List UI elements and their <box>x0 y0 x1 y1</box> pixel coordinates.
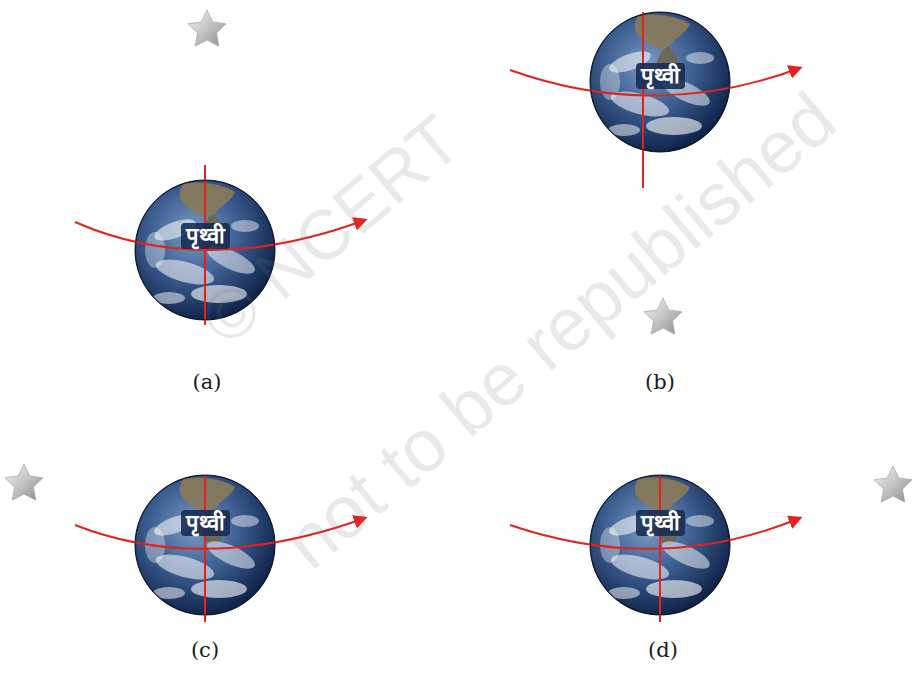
label-holder: (d) <box>648 638 678 662</box>
earth-node: पृथ्वी <box>590 12 730 152</box>
star-symbol <box>5 464 43 500</box>
globe-outline <box>590 475 730 615</box>
label-holder: (c) <box>191 638 219 662</box>
globe-outline <box>135 475 275 615</box>
panel-label: (d) <box>648 638 678 662</box>
earth-label: पृथ्वी <box>636 510 685 535</box>
star-symbol <box>188 10 226 46</box>
globe-border <box>136 476 275 615</box>
rotation-axis <box>642 12 644 188</box>
earth-node: पृथ्वी <box>135 475 275 615</box>
panel-label: (c) <box>191 638 219 662</box>
watermark: not to be republished <box>268 75 852 584</box>
earth-label: पृथ्वी <box>181 510 230 535</box>
label-holder: (a) <box>193 370 222 394</box>
earth-label: पृथ्वी <box>636 63 685 88</box>
star-symbol <box>874 466 912 502</box>
earth-node: पृथ्वी <box>135 180 275 320</box>
globe-border <box>136 181 275 320</box>
panel-label: (b) <box>645 370 675 394</box>
label-holder: (b) <box>645 370 675 394</box>
earth-node: पृथ्वी <box>590 475 730 615</box>
globe-border <box>591 13 730 152</box>
earth-label: पृथ्वी <box>181 223 230 248</box>
panel-label: (a) <box>193 370 222 394</box>
globe-outline <box>135 180 275 320</box>
globe-border <box>591 476 730 615</box>
earth-globe <box>590 12 730 152</box>
watermark-holder: not to be republished <box>268 75 852 584</box>
